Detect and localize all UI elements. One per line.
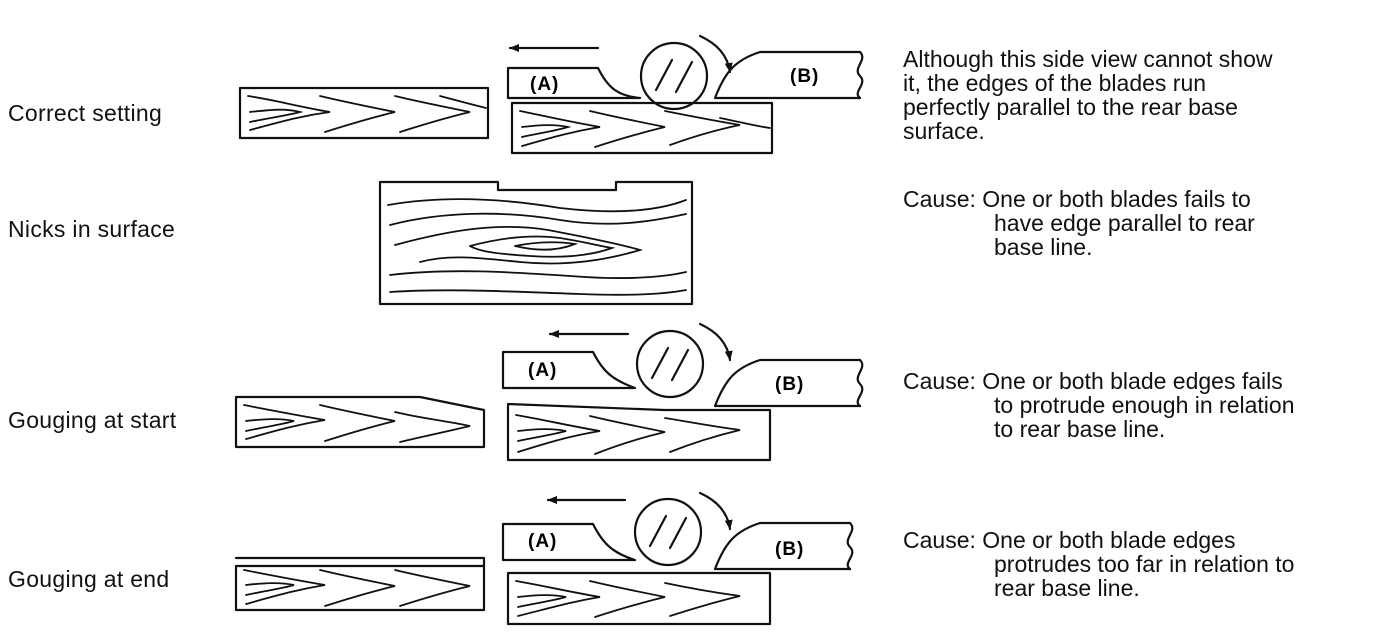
description-line: surface. bbox=[903, 118, 985, 144]
cutter-head bbox=[633, 497, 703, 567]
description-line: perfectly parallel to the rear base bbox=[903, 94, 1238, 120]
diagram-gouging-at-end: (A) (B) bbox=[234, 491, 854, 626]
rotation-arrow bbox=[698, 322, 733, 362]
description-line: have edge parallel to rear bbox=[994, 210, 1255, 236]
blade-label-b: (B) bbox=[775, 539, 804, 560]
board-right bbox=[510, 101, 774, 155]
board-left bbox=[234, 395, 486, 449]
blade-label-a: (A) bbox=[530, 74, 559, 95]
description-gouging-at-start: Cause: One or both blade edges fails to … bbox=[903, 369, 1295, 441]
description-line: base line. bbox=[994, 234, 1093, 260]
description-line: rear base line. bbox=[994, 575, 1140, 601]
blade-label-a: (A) bbox=[528, 531, 557, 552]
board-left bbox=[238, 86, 490, 140]
row-label-correct-setting: Correct setting bbox=[8, 100, 163, 126]
rotation-arrow bbox=[698, 491, 733, 531]
row-label-gouging-at-end: Gouging at end bbox=[8, 566, 170, 592]
description-line: Although this side view cannot show bbox=[903, 46, 1273, 72]
blade-label-a: (A) bbox=[528, 360, 557, 381]
blade-label-b: (B) bbox=[790, 66, 819, 87]
row-label-gouging-at-start: Gouging at start bbox=[8, 407, 177, 433]
board-right bbox=[506, 402, 772, 462]
description-nicks-in-surface: Cause: One or both blades fails to have … bbox=[903, 187, 1255, 259]
description-line: Cause: One or both blades fails to bbox=[903, 186, 1251, 212]
diagram-correct-setting: (A) (B) bbox=[238, 34, 864, 155]
description-gouging-at-end: Cause: One or both blade edges protrudes… bbox=[903, 528, 1294, 600]
description-line: to rear base line. bbox=[994, 416, 1166, 442]
blade-label-b: (B) bbox=[775, 374, 804, 395]
cutter-head bbox=[635, 329, 705, 399]
diagram-nicks-in-surface bbox=[378, 180, 694, 306]
cutter-head bbox=[639, 41, 709, 111]
board-right bbox=[506, 571, 772, 626]
description-correct-setting: Although this side view cannot show it, … bbox=[903, 47, 1273, 143]
description-line: it, the edges of the blades run bbox=[903, 70, 1207, 96]
description-line: Cause: One or both blade edges bbox=[903, 527, 1236, 553]
nicked-board bbox=[378, 180, 694, 306]
description-line: to protrude enough in relation bbox=[994, 392, 1295, 418]
description-line: Cause: One or both blade edges fails bbox=[903, 368, 1283, 394]
description-line: protrudes too far in relation to bbox=[994, 551, 1295, 577]
row-label-nicks-in-surface: Nicks in surface bbox=[8, 216, 176, 242]
diagram-gouging-at-start: (A) (B) bbox=[234, 322, 864, 462]
board-left bbox=[234, 556, 486, 612]
rotation-arrow bbox=[698, 34, 733, 74]
